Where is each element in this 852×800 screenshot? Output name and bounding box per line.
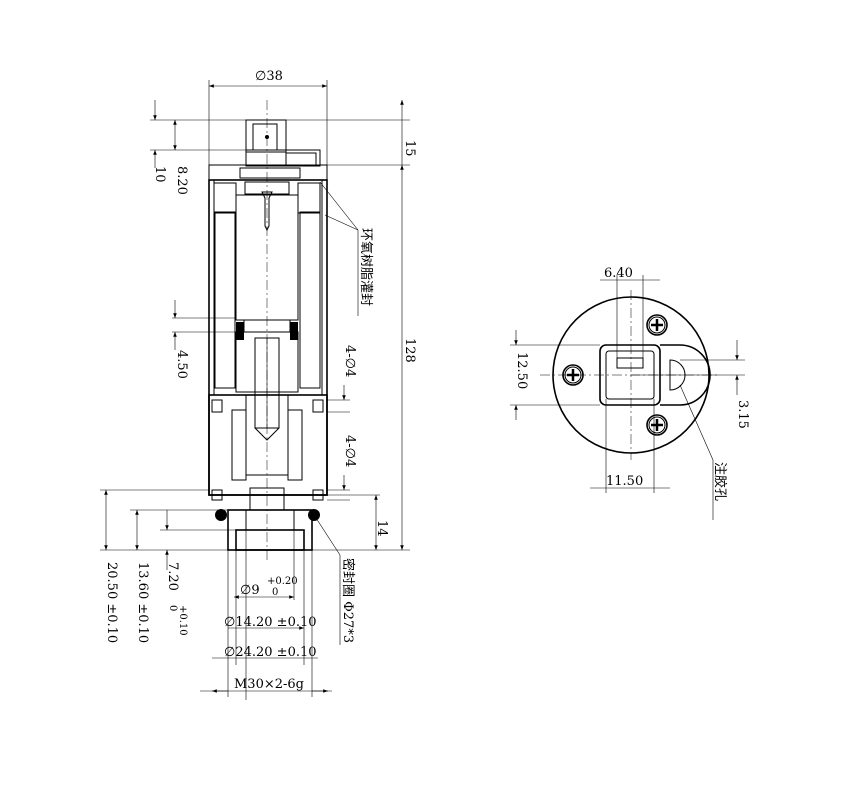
spring-left bbox=[231, 409, 247, 481]
dim-len-7-20-tol-upper: +0.10 bbox=[177, 605, 188, 636]
dim-height-12-50: 12.50 bbox=[514, 352, 529, 389]
dim-len-13-60: 13.60 ±0.10 bbox=[135, 562, 150, 643]
seal-ring-right bbox=[308, 509, 320, 521]
note-glue-hole: 注胶孔 bbox=[712, 462, 728, 501]
dim-width-11-50: 11.50 bbox=[606, 474, 643, 489]
screw-icon bbox=[646, 314, 668, 336]
dim-connector-10: 10 bbox=[152, 166, 167, 183]
coil-right bbox=[299, 211, 321, 389]
dim-len-7-20-tol-lower: 0 bbox=[167, 605, 178, 611]
dim-offset-3-15: 3.15 bbox=[735, 400, 750, 429]
dim-top-height: 15 bbox=[402, 140, 417, 157]
dim-dia-24-20: ∅24.20 ±0.10 bbox=[224, 645, 317, 660]
dim-thread-length: 14 bbox=[374, 520, 389, 537]
spring-right bbox=[287, 409, 303, 481]
dim-bore-9-tol-lower: 0 bbox=[272, 587, 278, 598]
seal-ring-left bbox=[215, 509, 227, 521]
dim-gap-4-50: 4.50 bbox=[174, 350, 189, 379]
dim-dia-14-20: ∅14.20 ±0.10 bbox=[224, 615, 317, 630]
dim-bore-9: ∅9 bbox=[240, 583, 260, 598]
core-screw bbox=[261, 191, 273, 232]
note-epoxy-potting: 环氧树脂灌封 bbox=[358, 228, 373, 306]
dim-holes-upper: 4-∅4 bbox=[342, 345, 357, 377]
dim-thread: M30×2-6g bbox=[234, 677, 304, 692]
dim-bore-9-tol-upper: +0.20 bbox=[267, 576, 298, 587]
dim-overall-length: 128 bbox=[402, 338, 417, 363]
note-seal-ring: 密封圈 Φ27*3 bbox=[340, 558, 356, 643]
front-section-view: ∅38 15 128 10 8.20 4.50 4-∅4 4-∅4 14 2 bbox=[100, 69, 417, 700]
screw-icon bbox=[646, 414, 668, 436]
dim-connector-8-20: 8.20 bbox=[174, 166, 189, 195]
screw-icon bbox=[562, 364, 584, 386]
side-view: 6.40 12.50 3.15 11.50 注胶孔 bbox=[510, 266, 750, 520]
lower-housing bbox=[208, 394, 328, 496]
dim-len-7-20: 7.20 bbox=[165, 562, 180, 591]
dim-len-20-50: 20.50 ±0.10 bbox=[104, 562, 119, 643]
dim-outer-diameter: ∅38 bbox=[255, 69, 283, 84]
coil-left bbox=[214, 211, 236, 389]
dim-holes-lower: 4-∅4 bbox=[342, 435, 357, 467]
dim-width-6-40: 6.40 bbox=[604, 266, 633, 281]
